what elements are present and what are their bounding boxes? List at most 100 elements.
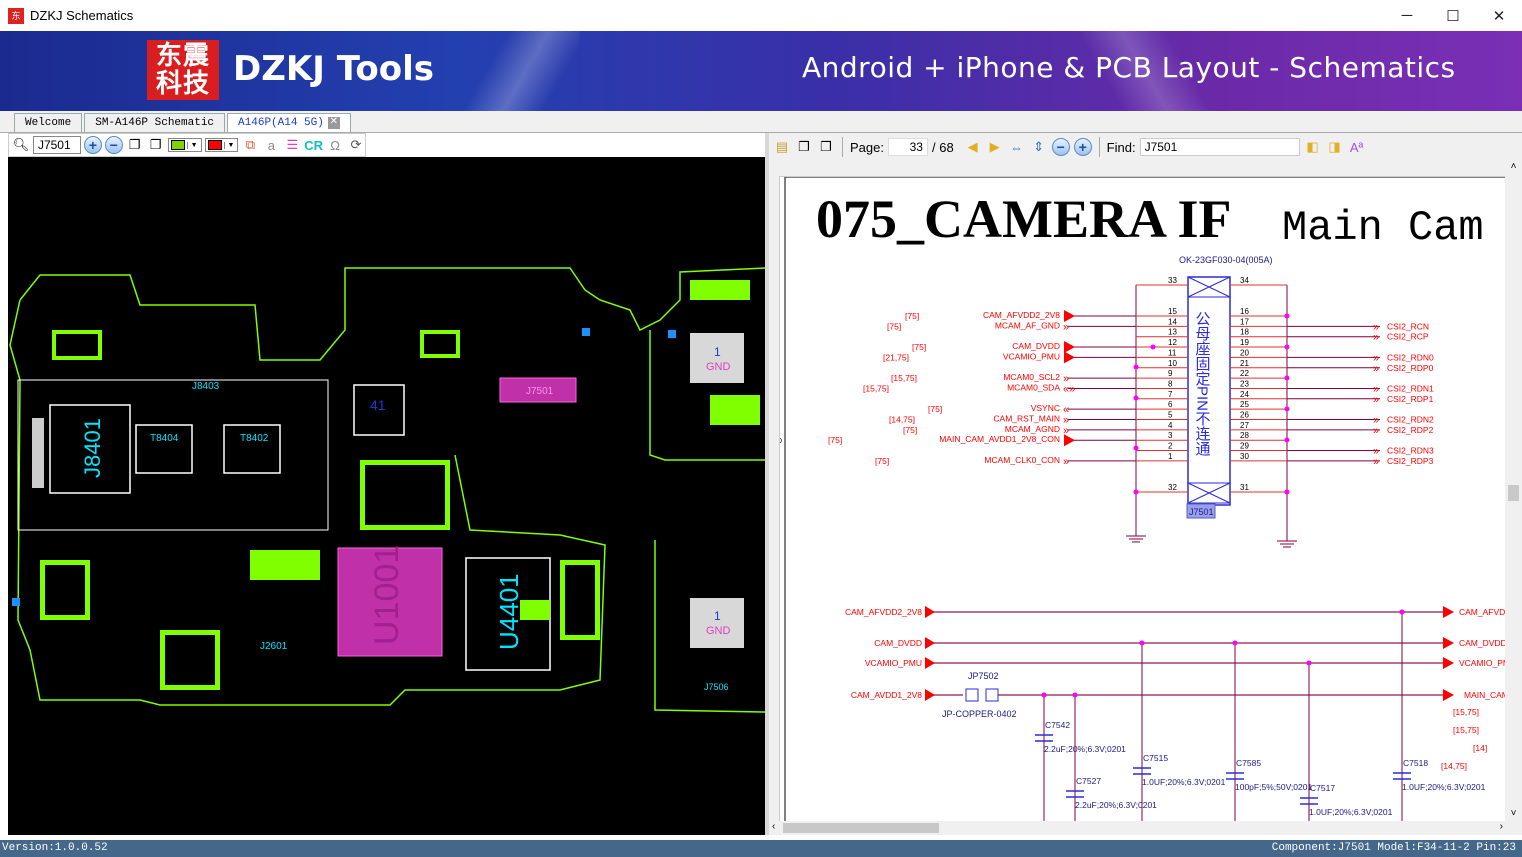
net-label[interactable]: CSI2_RDN0 (1387, 352, 1434, 362)
pcb-label-j2601[interactable]: J2601 (260, 641, 288, 652)
net-page-ref[interactable]: [75] (903, 425, 917, 435)
schematic-page[interactable]: 5 D 075_CAMERA IF Main Cam OK-23GF030-04… (779, 176, 1507, 822)
page-input[interactable]: 33 (887, 138, 928, 156)
net-label[interactable]: CSI2_RDP1 (1387, 394, 1434, 404)
net-label[interactable]: CSI2_RCN (1387, 321, 1429, 331)
pcb-label-j8401[interactable]: J8401 (80, 418, 105, 478)
net-page-ref[interactable]: [15,75] (863, 383, 889, 393)
equal-icon[interactable]: ☰ (286, 137, 299, 152)
net-page-ref[interactable]: [75] (928, 404, 942, 414)
pcb-label-t8402[interactable]: T8402 (240, 433, 269, 444)
prev-page-button[interactable]: ◀ (967, 139, 978, 154)
open-icon[interactable]: ▤ (775, 139, 789, 154)
pcb-board[interactable]: J8403 J8401 T8404 T8402 J7501 U1001 U440… (8, 157, 765, 835)
zoom-out-button[interactable]: − (1051, 138, 1070, 156)
rail-label-right[interactable]: CAM_DVDD (1459, 638, 1507, 648)
find-next-icon[interactable]: ◨ (1328, 139, 1341, 154)
net-label[interactable]: MCAM_AF_GND (995, 320, 1060, 330)
net-label[interactable]: CAM_RST_MAIN (993, 414, 1060, 424)
tab-close-icon[interactable]: ✕ (327, 117, 340, 129)
copy-left-icon[interactable]: ❐ (820, 139, 832, 154)
rail-label-left[interactable]: CAM_AFVDD2_2V8 (845, 607, 922, 617)
net-page-ref[interactable]: [75] (912, 342, 926, 352)
net-label[interactable]: MCAM0_SDA (1007, 382, 1060, 392)
fit-width-icon[interactable]: ⇔ (1010, 139, 1024, 155)
net-label[interactable]: CAM_DVDD (1012, 341, 1060, 351)
find-prev-icon[interactable]: ◧ (1306, 139, 1319, 154)
pcb-label-t8404[interactable]: T8404 (150, 433, 179, 444)
pcb-view[interactable]: J8403 J8401 T8404 T8402 J7501 U1001 U440… (8, 157, 765, 835)
pcb-label-j7506[interactable]: J7506 (704, 682, 729, 692)
page-ref[interactable]: [15,75] (1453, 725, 1479, 735)
maximize-button[interactable]: ☐ (1446, 7, 1460, 25)
font-size-icon[interactable]: Aª (1349, 139, 1364, 155)
net-page-ref[interactable]: [75] (905, 311, 919, 321)
select-color-select[interactable]: ▼ (204, 138, 239, 152)
next-page-button[interactable]: ▶ (989, 139, 1000, 154)
net-label[interactable]: MCAM0_SCL2 (1003, 372, 1060, 382)
rotate-icon[interactable]: ⟳ (350, 137, 362, 152)
pcb-label-u1001[interactable]: U1001 (368, 545, 406, 645)
component-search-input[interactable]: J7501 (32, 136, 81, 154)
zoom-in-button[interactable]: + (83, 136, 102, 154)
horizontal-scrollbar[interactable]: ‹ › (769, 821, 1509, 835)
cap-ref[interactable]: C7542 (1045, 720, 1070, 730)
rail-label-left[interactable]: CAM_DVDD (874, 638, 922, 648)
pcb-label-j8403[interactable]: J8403 (192, 381, 220, 392)
rail-label-right[interactable]: MAIN_CAM_AVDD1_2V8_CON (1464, 690, 1507, 700)
net-label[interactable]: CSI2_RCP (1387, 332, 1429, 342)
tab-welcome[interactable]: Welcome (14, 113, 83, 132)
text-icon[interactable]: a (267, 137, 275, 153)
tab-a146p[interactable]: A146P(A14 5G)✕ (227, 113, 351, 132)
net-label[interactable]: CSI2_RDN2 (1387, 415, 1434, 425)
cap-ref[interactable]: C7518 (1403, 758, 1428, 768)
flip-right-icon[interactable]: ❐ (128, 137, 141, 152)
fit-page-icon[interactable]: ⇕ (1033, 139, 1045, 154)
cap-ref[interactable]: C7515 (1143, 753, 1168, 763)
highlight-color-select[interactable]: ▼ (167, 138, 202, 152)
net-page-ref[interactable]: [14,75] (889, 415, 915, 425)
zoom-in-button[interactable]: + (1073, 138, 1092, 156)
net-label[interactable]: CAM_AFVDD2_2V8 (983, 310, 1060, 320)
connector-ref[interactable]: J7501 (1189, 507, 1214, 517)
cap-ref[interactable]: C7517 (1310, 783, 1335, 793)
pcb-label-u4401[interactable]: U4401 (494, 573, 524, 650)
rail-label-right[interactable]: VCAMIO_PMU (1459, 658, 1507, 668)
zoom-out-button[interactable]: − (104, 136, 123, 154)
net-label[interactable]: CSI2_RDN1 (1387, 383, 1434, 393)
find-input[interactable]: J7501 (1139, 138, 1300, 156)
net-page-ref[interactable]: [15,75] (891, 373, 917, 383)
copy-right-icon[interactable]: ❐ (798, 139, 810, 154)
flip-left-icon[interactable]: ❐ (149, 137, 162, 152)
net-label[interactable]: MAIN_CAM_AVDD1_2V8_CON (939, 434, 1060, 444)
net-page-ref[interactable]: [75] (875, 456, 889, 466)
vertical-scrollbar[interactable]: ˄ ˅ (1505, 161, 1522, 821)
minimize-button[interactable]: ─ (1401, 7, 1413, 24)
net-label[interactable]: CSI2_RDP2 (1387, 425, 1434, 435)
connector-ref-badge[interactable] (1186, 503, 1216, 519)
cr-button[interactable]: CR (304, 137, 324, 153)
net-label[interactable]: MCAM_CLK0_CON (984, 455, 1060, 465)
pcb-label-j7501[interactable]: J7501 (526, 386, 554, 397)
rail-label-right[interactable]: CAM_AFVDD2_2V8 (1459, 607, 1507, 617)
net-label[interactable]: CSI2_RDN3 (1387, 446, 1434, 456)
page-ref[interactable]: [15,75] (1453, 707, 1479, 717)
page-ref[interactable]: [14] (1473, 743, 1487, 753)
net-page-ref[interactable]: [75] (828, 435, 842, 445)
layers-icon[interactable]: ⧉ (245, 137, 256, 152)
rail-label-left[interactable]: VCAMIO_PMU (865, 658, 922, 668)
net-label[interactable]: VCAMIO_PMU (1003, 351, 1060, 361)
cap-ref[interactable]: C7585 (1236, 758, 1261, 768)
net-label[interactable]: MCAM_AGND (1005, 424, 1060, 434)
close-button[interactable]: ✕ (1492, 7, 1506, 25)
page-ref[interactable]: [14,75] (1441, 761, 1467, 771)
tab-sm-a146p-schematic[interactable]: SM-A146P Schematic (84, 113, 226, 132)
net-label[interactable]: CSI2_RDP0 (1387, 363, 1434, 373)
net-page-ref[interactable]: [75] (887, 321, 901, 331)
ohm-icon[interactable]: Ω (330, 137, 340, 153)
cap-ref[interactable]: C7527 (1076, 776, 1101, 786)
net-label[interactable]: CSI2_RDP3 (1387, 456, 1434, 466)
rail-label-left[interactable]: CAM_AVDD1_2V8 (851, 690, 922, 700)
net-label[interactable]: VSYNC (1031, 403, 1060, 413)
net-page-ref[interactable]: [21,75] (883, 352, 909, 362)
